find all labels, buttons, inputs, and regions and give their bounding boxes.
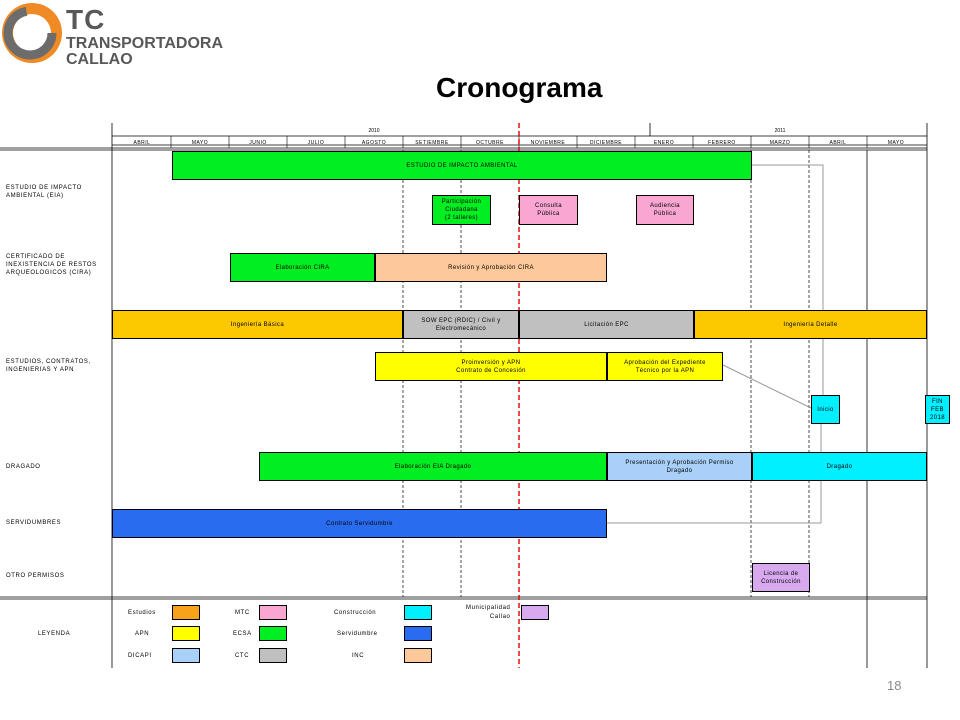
legend-swatch-estudios [172, 605, 200, 620]
month-header: ENERO [653, 140, 675, 146]
page-number: 18 [887, 678, 902, 693]
task-bar-ing-basica: Ingeniería Básica [112, 310, 403, 339]
legend-label-inc: INC [352, 653, 365, 659]
month-header: ABRIL [133, 140, 151, 146]
legend-label-ctc: CTC [235, 653, 250, 659]
legend-swatch-municipalidad [521, 605, 549, 620]
legend-swatch-ctc [259, 648, 287, 663]
legend-label-construccion: Construcción [334, 610, 377, 616]
month-header: DICIEMBRE [589, 140, 623, 146]
legend-label-dicapi: DICAPI [128, 653, 152, 659]
task-bar-proinversion: Proinversión y APN Contrato de Concesión [375, 352, 607, 381]
legend-swatch-construccion [404, 605, 432, 620]
task-bar-eia: ESTUDIO DE IMPACTO AMBIENTAL [172, 151, 752, 180]
legend-label-servidumbre: Servidumbre [337, 631, 378, 637]
month-header: NOVIEMBRE [530, 140, 566, 146]
legend-swatch-mtc [259, 605, 287, 620]
month-header: AGOSTO [361, 140, 387, 146]
row-label-estudios: ESTUDIOS, CONTRATOS, INGENIERIAS Y APN [6, 359, 91, 373]
task-bar-rev-cira: Revisión y Aprobación CIRA [375, 253, 607, 282]
legend-swatch-dicapi [172, 648, 200, 663]
legend-label-ecsa: ECSA [233, 631, 252, 637]
task-bar-contrato-servidumbre: Contrato Servidumbre [112, 509, 607, 538]
task-bar-sow-epc: SOW EPC (RDIC) / Civil y Electromecánico [403, 310, 519, 339]
transportadora-callao-logo [0, 0, 62, 63]
milestone-fin: FIN FEB 2018 [925, 395, 950, 424]
legend-swatch-apn [172, 626, 200, 641]
year-label-2011: 2011 [774, 128, 786, 134]
legend-swatch-servidumbre [404, 626, 432, 641]
slide-title: Cronograma [436, 72, 603, 103]
task-bar-elab-eia-dragado: Elaboración EIA Dragado [259, 452, 607, 481]
year-label-2010: 2010 [368, 128, 380, 134]
row-label-servidumbres: SERVIDUMBRES [6, 520, 62, 526]
month-header: MAYO [887, 140, 905, 146]
milestone-inicio: Inicio [811, 395, 840, 424]
legend-swatch-ecsa [259, 626, 287, 641]
legend-label-apn: APN [135, 631, 150, 637]
task-bar-ing-detalle: Ingeniería Detalle [694, 310, 927, 339]
row-label-leyenda: LEYENDA [38, 631, 71, 637]
month-header: MARZO [769, 140, 791, 146]
brand-abbreviation: TC [66, 4, 106, 35]
brand-name-line2: CALLAO [66, 51, 133, 68]
task-bar-licitacion: Licitación EPC [519, 310, 694, 339]
row-label-eia: ESTUDIO DE IMPACTO AMBIENTAL (EIA) [6, 185, 82, 199]
task-bar-consulta: Consulta Pública [519, 195, 578, 225]
row-label-otros-permisos: OTRO PERMISOS [6, 573, 65, 579]
row-label-cira: CERTIFICADO DE INEXISTENCIA DE RESTOS AR… [6, 254, 97, 276]
task-bar-elab-cira: Elaboración CIRA [230, 253, 375, 282]
task-bar-licencia: Licencia de Construcción [752, 563, 810, 592]
task-bar-participacion: Participación Ciudadana (2 talleres) [432, 195, 491, 225]
month-header: MAYO [191, 140, 209, 146]
task-bar-permiso-dragado: Presentación y Aprobación Permiso Dragad… [607, 452, 752, 481]
legend-label-mtc: MTC [235, 610, 250, 616]
month-header: SETIEMBRE [415, 140, 449, 146]
month-header: ABRIL [829, 140, 847, 146]
month-header: OCTUBRE [476, 140, 504, 146]
legend-swatch-inc [404, 648, 432, 663]
month-header: JULIO [307, 140, 325, 146]
task-bar-audiencia: Audiencia Pública [636, 195, 694, 225]
month-header: JUNIO [249, 140, 267, 146]
task-bar-aprob-expediente: Aprobación del Expediente Técnico por la… [607, 352, 723, 381]
legend-label-estudios: Estudios [128, 610, 156, 616]
month-header: FEBRERO [708, 140, 736, 146]
row-label-dragado: DRAGADO [6, 464, 41, 470]
task-bar-dragado: Dragado [752, 452, 927, 481]
brand-name-line1: TRANSPORTADORA [66, 35, 224, 52]
legend-label-municipalidad: Municipalidad Callao [466, 605, 511, 620]
